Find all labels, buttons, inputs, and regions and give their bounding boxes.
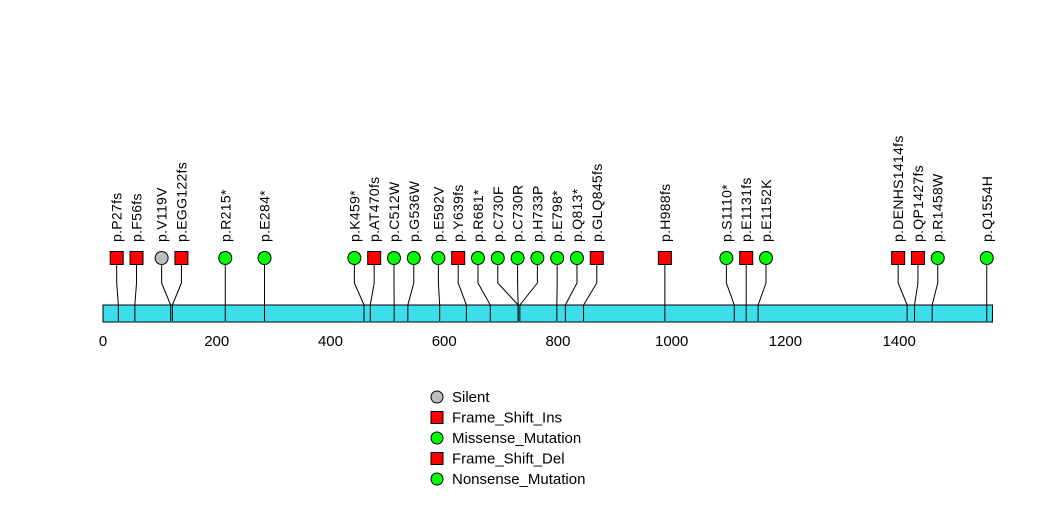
legend-item: Nonsense_Mutation: [430, 471, 585, 488]
legend-label: Frame_Shift_Ins: [452, 410, 562, 427]
mutation-connector: [161, 264, 172, 321]
mutation-connector: [134, 264, 138, 321]
mutation-label: p.E1152K: [758, 179, 774, 242]
x-axis-tick-label: 0: [99, 333, 107, 350]
legend-item: Silent: [430, 389, 490, 406]
mutation-label: p.F56fs: [129, 193, 145, 242]
mutation-marker: [218, 251, 233, 265]
mutation-label: p.C730F: [490, 186, 506, 242]
mutation-label: p.S1110*: [718, 184, 734, 242]
mutation-connector: [116, 264, 119, 321]
mutation-marker: [406, 251, 421, 265]
mutation-marker: [367, 251, 382, 265]
mutation-marker: [431, 251, 446, 265]
mutation-connector: [171, 264, 182, 321]
mutation-connector: [897, 264, 908, 321]
legend-item: Missense_Mutation: [430, 430, 581, 447]
mutation-marker: [719, 251, 734, 265]
protein-backbone: [102, 304, 993, 323]
x-axis-tick-label: 600: [432, 333, 457, 350]
legend: SilentFrame_Shift_InsMissense_MutationFr…: [430, 389, 585, 488]
mutation-label: p.E592V: [430, 186, 446, 242]
mutation-label: p.GLQ845fs: [589, 164, 605, 243]
mutation-label: p.R215*: [217, 189, 233, 242]
mutation-connector: [914, 264, 919, 321]
mutation-label: p.H733P: [529, 185, 545, 242]
missense-mutation-legend-marker: [430, 431, 444, 445]
x-axis-tick-label: 1200: [769, 333, 802, 350]
mutation-label: p.C730R: [510, 185, 526, 242]
mutation-connector: [457, 264, 467, 321]
mutation-connector: [407, 264, 415, 321]
mutation-connector: [517, 264, 519, 321]
silent-legend-marker: [430, 390, 444, 404]
legend-label: Missense_Mutation: [452, 430, 581, 447]
mutation-label: p.AT470fs: [366, 177, 382, 242]
mutation-marker: [510, 251, 525, 265]
legend-label: Frame_Shift_Del: [452, 451, 565, 468]
legend-item: Frame_Shift_Ins: [430, 410, 562, 427]
mutation-marker: [758, 251, 773, 265]
mutation-marker: [386, 251, 401, 265]
mutation-label: p.H988fs: [657, 184, 673, 242]
x-axis-tick-label: 1400: [882, 333, 915, 350]
mutation-marker: [490, 251, 505, 265]
mutation-marker: [347, 251, 362, 265]
legend-label: Silent: [452, 389, 490, 406]
mutation-connector: [519, 264, 538, 321]
mutation-marker: [930, 251, 945, 265]
mutation-label: p.E1131fs: [738, 177, 754, 242]
mutation-marker: [154, 251, 169, 265]
mutation-marker: [910, 251, 925, 265]
mutation-label: p.QP1427fs: [910, 165, 926, 242]
x-axis-tick-label: 800: [545, 333, 570, 350]
mutation-label: p.EGG122fs: [173, 162, 189, 242]
mutation-label: p.DENHS1414fs: [890, 135, 906, 242]
x-axis-tick-label: 1000: [655, 333, 688, 350]
mutation-marker: [569, 251, 584, 265]
mutation-marker: [451, 251, 466, 265]
mutation-marker: [470, 251, 485, 265]
mutation-connector: [437, 264, 441, 321]
mutation-connector: [931, 264, 939, 321]
frame-shift-ins-legend-marker: [430, 411, 444, 424]
mutation-label: p.Q1554H: [979, 176, 995, 242]
mutation-connector: [353, 264, 365, 321]
mutation-label: p.E798*: [549, 190, 565, 242]
mutation-label: p.R1458W: [930, 173, 946, 242]
mutation-label: p.Q813*: [569, 188, 585, 242]
mutation-marker: [979, 251, 994, 265]
mutation-label: p.P27fs: [109, 192, 125, 242]
legend-item: Frame_Shift_Del: [430, 451, 565, 468]
mutation-connector: [477, 264, 491, 321]
x-axis-tick-label: 200: [204, 333, 229, 350]
x-axis-tick-label: 400: [318, 333, 343, 350]
mutation-connector: [757, 264, 767, 321]
mutation-connector: [369, 264, 375, 321]
mutation-marker: [109, 251, 124, 265]
mutation-marker: [129, 251, 144, 265]
mutation-connector: [564, 264, 578, 321]
mutation-label: p.G536W: [406, 180, 422, 242]
nonsense-mutation-legend-marker: [430, 472, 444, 486]
mutation-marker: [530, 251, 545, 265]
mutation-label: p.V119V: [154, 187, 170, 242]
mutation-label: p.R681*: [470, 189, 486, 242]
legend-label: Nonsense_Mutation: [452, 471, 585, 488]
mutation-marker: [174, 251, 189, 265]
mutation-marker: [550, 251, 565, 265]
mutation-label: p.K459*: [346, 190, 362, 242]
mutation-marker: [739, 251, 754, 265]
mutation-connector: [583, 264, 598, 321]
mutation-label: p.C512W: [386, 181, 402, 242]
mutation-marker: [891, 251, 906, 265]
frame-shift-del-legend-marker: [430, 452, 444, 465]
mutation-label: p.E284*: [257, 190, 273, 242]
mutation-connector: [725, 264, 735, 321]
mutation-label: p.Y639fs: [450, 184, 466, 242]
mutation-marker: [589, 251, 604, 265]
mutation-marker: [257, 251, 272, 265]
mutation-marker: [657, 251, 672, 265]
